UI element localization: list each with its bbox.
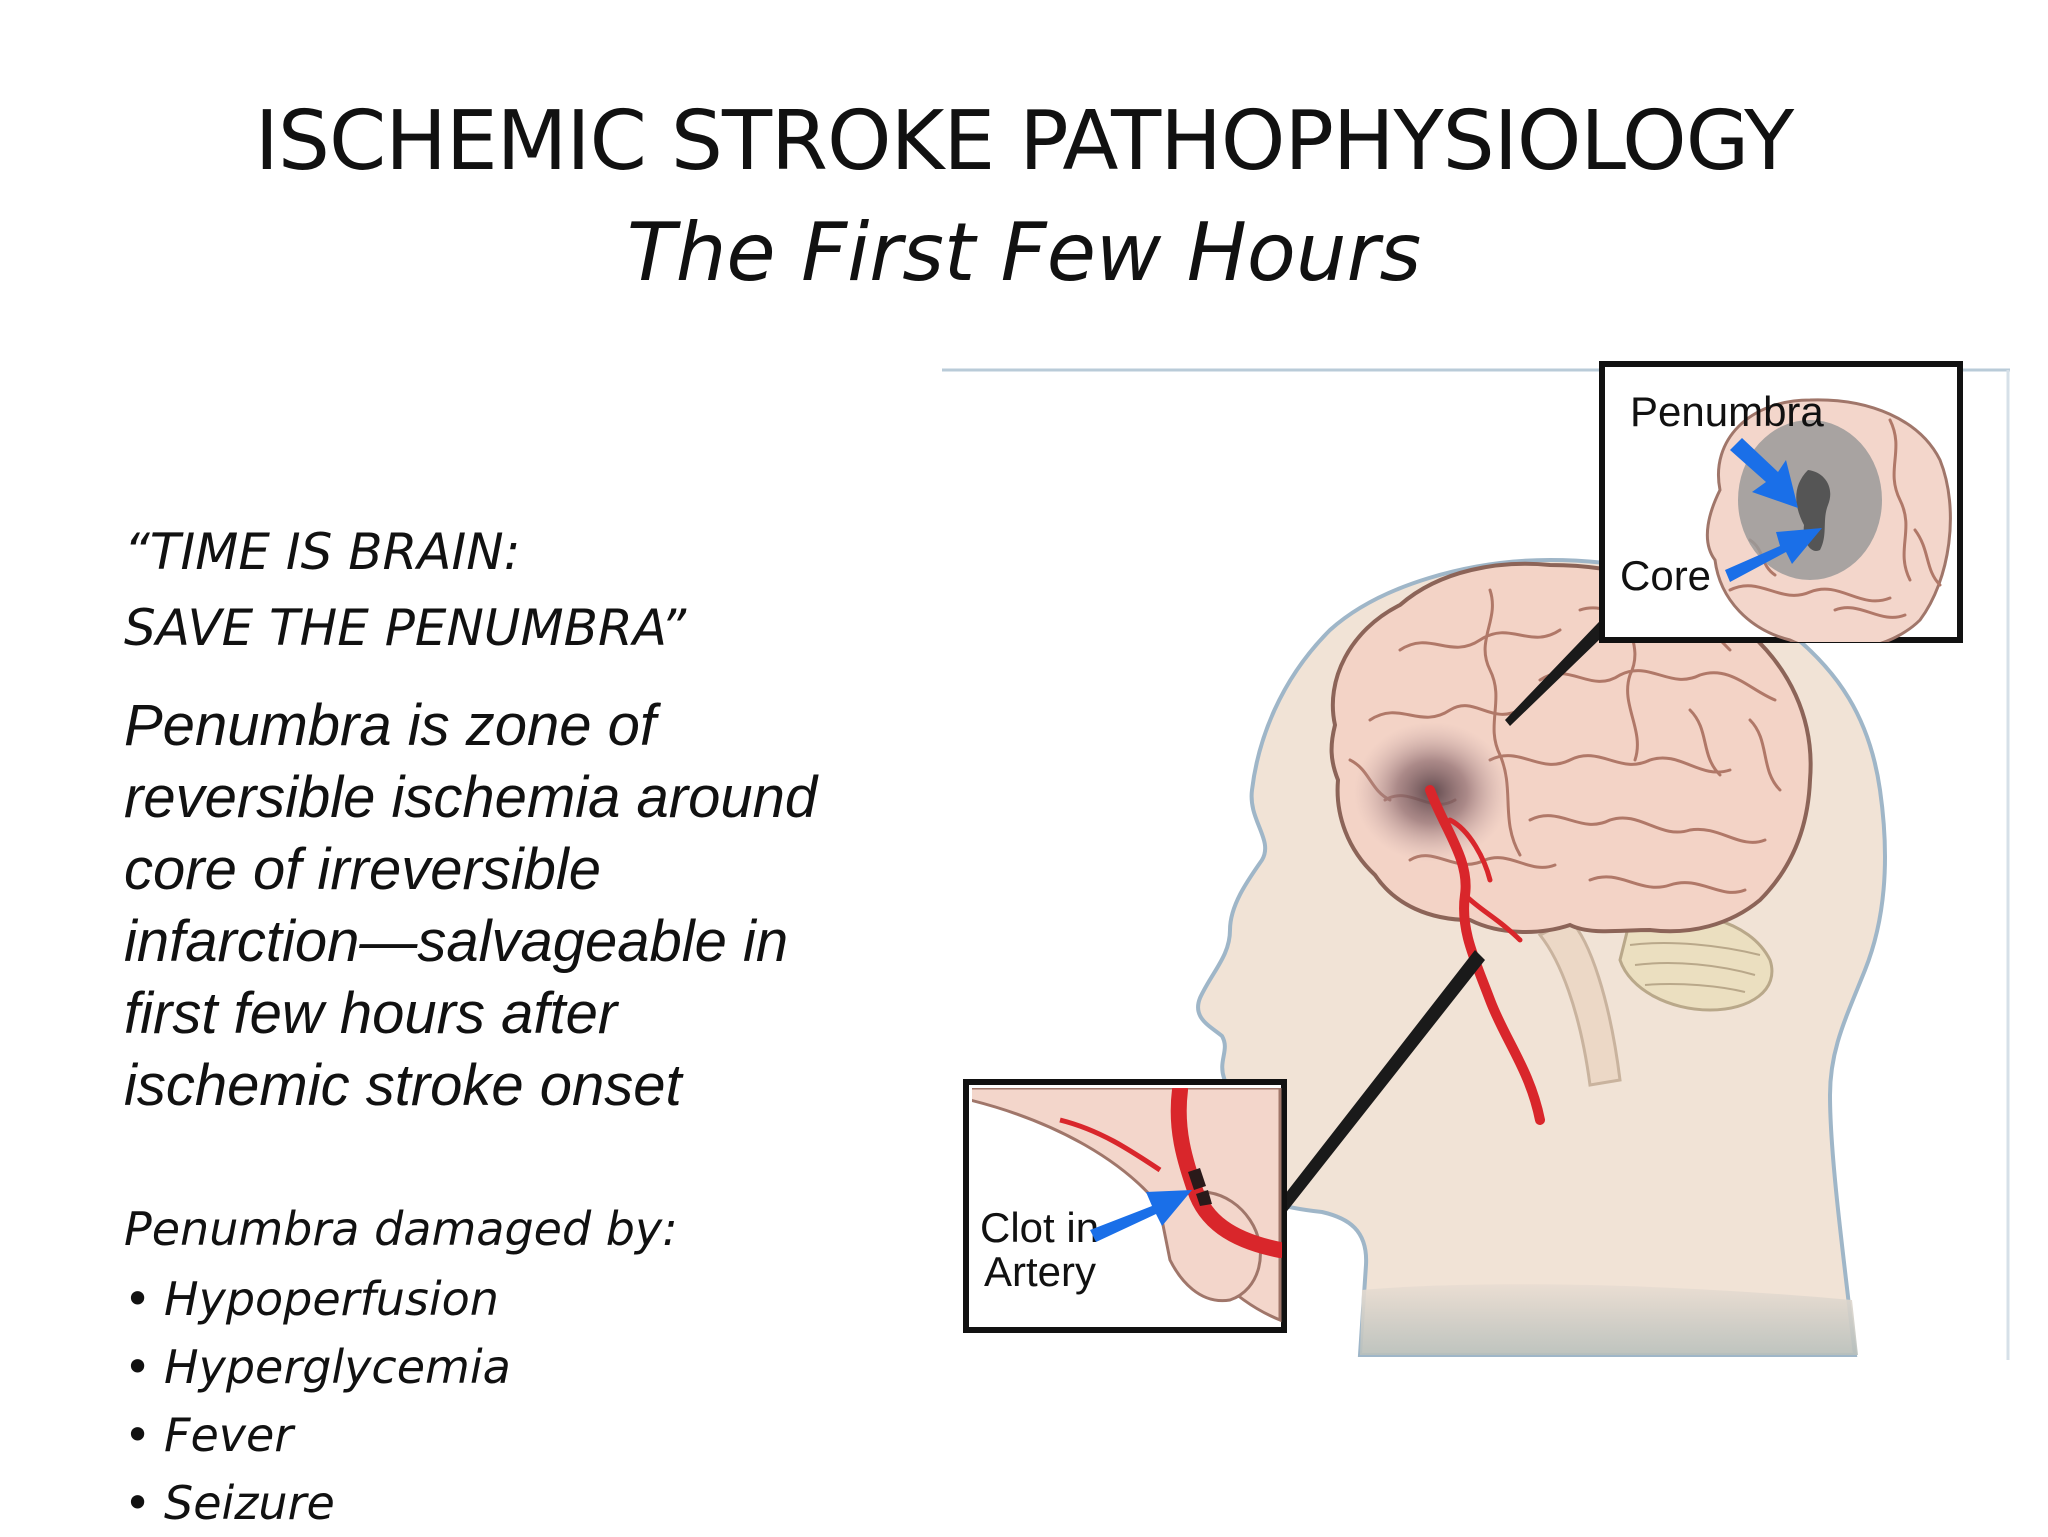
- list-item: •Fever: [124, 1401, 678, 1469]
- definition-line: core of irreversible: [124, 837, 602, 902]
- definition-line: infarction—salvageable in: [124, 909, 789, 974]
- clot-label-line-1: Clot in: [980, 1204, 1099, 1251]
- definition-line: Penumbra is zone of: [124, 693, 656, 758]
- bullet-icon: •: [124, 1272, 152, 1326]
- quote-line-1: “TIME IS BRAIN:: [124, 523, 521, 581]
- bullet-icon: •: [124, 1408, 152, 1462]
- quote-line-2: SAVE THE PENUMBRA”: [124, 599, 687, 657]
- definition-line: reversible ischemia around: [124, 765, 818, 830]
- middle-cerebral-artery: [1425, 785, 1545, 1125]
- definition-line: ischemic stroke onset: [124, 1053, 682, 1118]
- neck-shadow: [1360, 1284, 1858, 1355]
- clot-mark: [1188, 1168, 1212, 1206]
- list-item: •Hyperglycemia: [124, 1333, 678, 1401]
- damage-heading: Penumbra damaged by:: [124, 1202, 678, 1256]
- stroke-illustration: Penumbra Core Clot in Artery: [930, 360, 2010, 1360]
- zoom-connector-bottom: [1280, 950, 1485, 1220]
- damage-item-label: Hyperglycemia: [164, 1340, 511, 1394]
- slide-title: ISCHEMIC STROKE PATHOPHYSIOLOGY: [254, 94, 1795, 189]
- list-item: •Hypoperfusion: [124, 1265, 678, 1333]
- list-item: •Seizure: [124, 1469, 678, 1537]
- penumbra-arrow-icon: [1730, 438, 1798, 508]
- damage-item-label: Seizure: [164, 1476, 335, 1530]
- inset-artery-branch: [1059, 1117, 1162, 1173]
- slide-subtitle: The First Few Hours: [626, 206, 1422, 299]
- brainstem: [1537, 918, 1622, 1087]
- stroke-illustration-svg: Penumbra Core Clot in Artery: [942, 361, 2010, 1360]
- damage-item-label: Hypoperfusion: [164, 1272, 499, 1326]
- core-label: Core: [1620, 552, 1711, 599]
- penumbra-definition: Penumbra is zone of reversible ischemia …: [124, 690, 924, 1122]
- inset-artery: [1170, 1088, 1282, 1258]
- clot-arrow-icon: [1090, 1190, 1192, 1242]
- damage-item-label: Fever: [164, 1408, 294, 1462]
- damage-list-block: Penumbra damaged by: •Hypoperfusion •Hyp…: [124, 1195, 678, 1537]
- artery-branch: [1447, 817, 1523, 943]
- clot-label-line-2: Artery: [984, 1248, 1096, 1295]
- quote-block: “TIME IS BRAIN: SAVE THE PENUMBRA”: [124, 514, 686, 666]
- definition-line: first few hours after: [124, 981, 618, 1046]
- zoom-connector-top: [1505, 600, 1630, 726]
- core-arrow-icon: [1725, 528, 1822, 582]
- bullet-icon: •: [124, 1340, 152, 1394]
- cerebellum-folds: [1629, 942, 1761, 993]
- penumbra-label: Penumbra: [1630, 388, 1824, 435]
- damage-list: •Hypoperfusion •Hyperglycemia •Fever •Se…: [124, 1265, 678, 1537]
- bullet-icon: •: [124, 1476, 152, 1530]
